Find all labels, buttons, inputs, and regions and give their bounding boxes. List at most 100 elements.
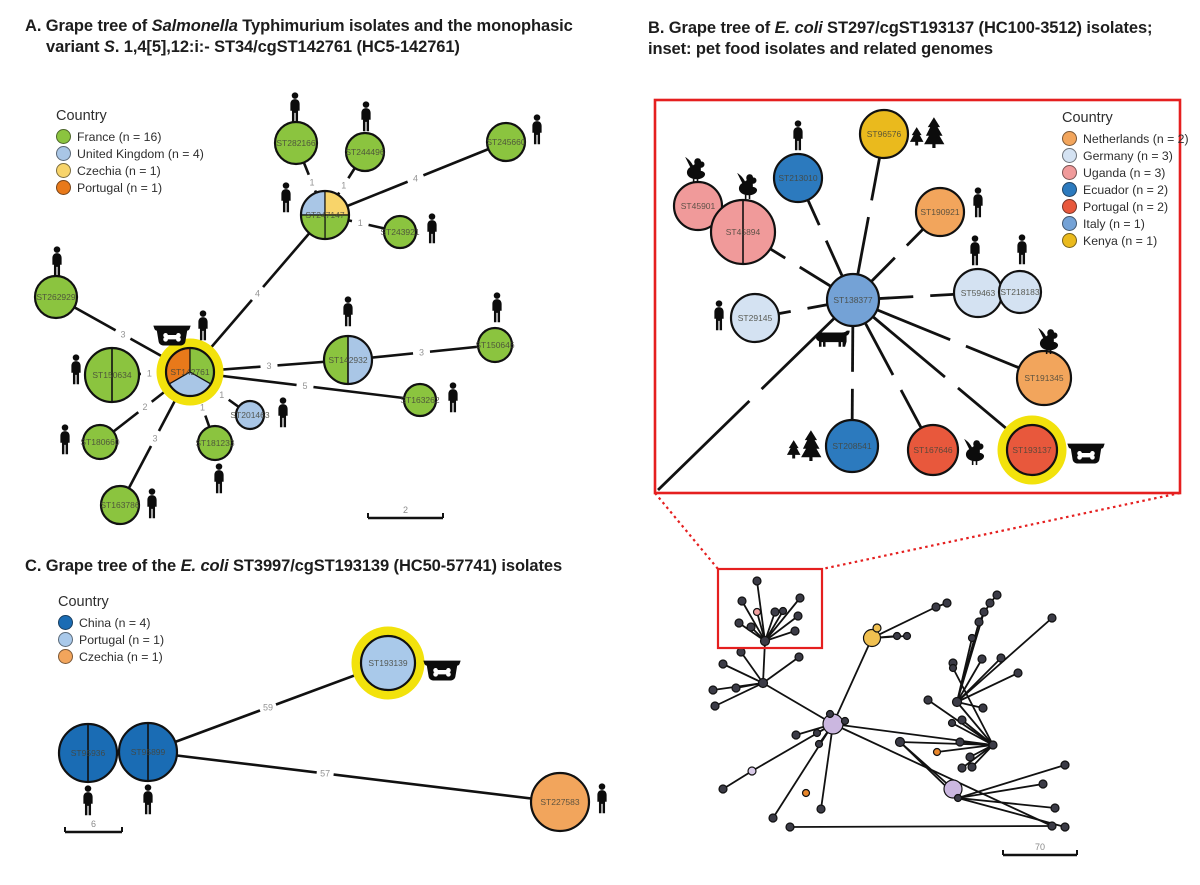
- title-text: . 1,4[5],12:i:- ST34/cgST142761 (HC5-142…: [114, 38, 460, 56]
- overview-node: [1047, 613, 1057, 623]
- node-ST95899: [148, 723, 177, 781]
- legend-color-swatch: [1062, 131, 1077, 146]
- tree-edge: [956, 701, 994, 746]
- node-ST227583: [529, 771, 591, 833]
- node-outline: [322, 334, 374, 386]
- edge-label-gap: [892, 242, 910, 261]
- tree-edge: [852, 298, 1033, 452]
- node-ST190921: [914, 186, 966, 238]
- legend-item-label: China (n = 4): [79, 615, 151, 630]
- node-ST150634: [85, 348, 112, 402]
- edge-distance-label: 59: [263, 703, 273, 713]
- overview-node: [967, 762, 977, 772]
- legend-item-label: Portugal (n = 2): [1083, 199, 1169, 214]
- title-text: C. Grape tree of the: [25, 557, 181, 575]
- overview-node: [957, 715, 967, 725]
- legend-color-swatch: [1062, 216, 1077, 231]
- tree-edge: [956, 611, 985, 703]
- overview-node: [747, 766, 757, 776]
- edge-distance-label: 1: [219, 390, 224, 400]
- node-label: ST180660: [80, 437, 119, 447]
- overview-node: [953, 793, 963, 803]
- tree-edge: [740, 651, 764, 684]
- title-line: inset: pet food isolates and related gen…: [648, 39, 1152, 60]
- overview-node: [951, 696, 963, 708]
- title-text: A. Grape tree of: [25, 17, 152, 35]
- edge-label-gap: [746, 386, 765, 404]
- legend-item-label: Portugal (n = 1): [79, 632, 165, 647]
- title-text: ST3997/cgST193139 (HC50-57741) isolates: [228, 557, 563, 575]
- title-text: variant: [46, 38, 104, 56]
- legend-item-label: Netherlands (n = 2): [1083, 131, 1189, 146]
- overview-node: [785, 822, 795, 832]
- node-label: ST244496: [345, 147, 384, 157]
- tree-edge: [832, 723, 1053, 827]
- edge-distance-label: 4: [255, 289, 260, 299]
- node-ST142761: [164, 346, 216, 398]
- legend-item: United Kingdom (n = 4): [56, 146, 204, 161]
- node-outline: [709, 198, 777, 266]
- edge-distance-label: 1: [309, 178, 314, 188]
- legend-color-swatch: [1062, 148, 1077, 163]
- scalebar-overview: 70: [1002, 842, 1078, 857]
- panel-b-title: B. Grape tree of E. coli ST297/cgST19313…: [648, 18, 1153, 60]
- legend-item-label: Ecuador (n = 2): [1083, 182, 1169, 197]
- person-icon: [361, 101, 371, 132]
- tree-edge: [957, 764, 1066, 799]
- legend-item: China (n = 4): [58, 615, 164, 630]
- legend-color-swatch: [56, 163, 71, 178]
- overview-node: [816, 804, 826, 814]
- node-label: ST138377: [833, 295, 872, 305]
- legend-color-swatch: [1062, 182, 1077, 197]
- overview-node: [872, 623, 882, 633]
- node-label: ST190921: [920, 207, 959, 217]
- node-ST247147: [299, 189, 351, 241]
- edge-distance-label: 3: [419, 348, 424, 358]
- legend-item: Czechia (n = 1): [56, 163, 204, 178]
- node-label: ST193139: [368, 658, 407, 668]
- node-label: ST167646: [913, 445, 952, 455]
- node-ST213010: [772, 152, 824, 204]
- legend-color-swatch: [1062, 233, 1077, 248]
- person-icon: [532, 114, 542, 145]
- overview-node: [814, 739, 824, 749]
- overview-node: [967, 633, 977, 643]
- overview-node: [790, 626, 800, 636]
- title-text: ST297/cgST193137 (HC100-3512) isolates;: [822, 19, 1153, 37]
- person-icon: [71, 354, 81, 385]
- legend-item: Portugal (n = 2): [1062, 199, 1189, 214]
- node-label: ST45901: [681, 201, 716, 211]
- node-ST180660: [81, 423, 119, 461]
- panel-c-title: C. Grape tree of the E. coli ST3997/cgST…: [25, 556, 562, 577]
- legend-item: Kenya (n = 1): [1062, 233, 1189, 248]
- node-label: ST163786: [100, 500, 139, 510]
- person-icon: [143, 784, 153, 815]
- node-ST163786: [99, 484, 141, 526]
- overview-node: [974, 617, 984, 627]
- tree-edge: [956, 658, 983, 703]
- node-ST150634: [112, 348, 139, 402]
- tree-edge: [764, 630, 796, 642]
- title-species-italic: Salmonella: [151, 17, 238, 35]
- person-icon: [290, 92, 300, 123]
- overview-node: [943, 779, 963, 799]
- person-icon: [214, 463, 224, 494]
- edge-label-gap: [113, 326, 133, 343]
- node-outline: [57, 722, 119, 784]
- overview-node: [996, 653, 1006, 663]
- inset-source-box: [716, 567, 824, 650]
- tree-edge: [832, 637, 873, 725]
- tree-edge: [820, 723, 834, 810]
- panel-a-title: A. Grape tree of Salmonella Typhimurium …: [25, 16, 573, 58]
- title-text: Typhimurium isolates and the monophasic: [237, 17, 573, 35]
- tree-edge: [956, 672, 1019, 703]
- tree-edge: [951, 722, 994, 746]
- node-ST95899: [119, 723, 148, 781]
- edge-label-gap: [258, 700, 278, 715]
- tree-edge: [722, 663, 764, 684]
- edge-distance-label: 3: [120, 330, 125, 340]
- legend-item: Ecuador (n = 2): [1062, 182, 1189, 197]
- legend-color-swatch: [58, 632, 73, 647]
